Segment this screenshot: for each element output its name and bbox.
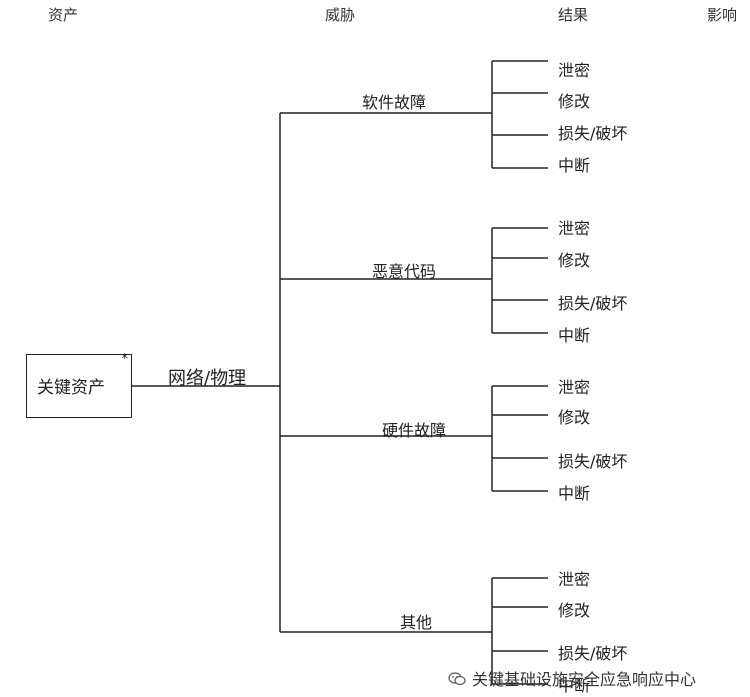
header-impact: 影响 <box>707 6 738 24</box>
outcome-label: 泄密 <box>558 61 591 80</box>
header-result: 结果 <box>558 6 589 24</box>
outcome-label: 泄密 <box>558 378 591 397</box>
outcome-label: 损失/破坏 <box>558 452 628 471</box>
outcome-label: 中断 <box>558 676 591 695</box>
watermark-text: 关键基础设施安全应急响应中心 <box>472 670 697 689</box>
outcome-label: 泄密 <box>558 570 591 589</box>
outcome-label: 中断 <box>558 484 591 503</box>
outcome-label: 修改 <box>558 601 591 620</box>
threat-label-3: 硬件故障 <box>382 421 447 440</box>
outcome-label: 损失/破坏 <box>558 294 628 313</box>
threat-label-2: 恶意代码 <box>372 262 437 281</box>
outcome-label: 中断 <box>558 326 591 345</box>
asset-marker: * <box>121 352 129 367</box>
asset-label: 关键资产 <box>37 378 105 398</box>
outcome-label: 损失/破坏 <box>558 124 628 143</box>
vector-label: 网络/物理 <box>168 368 247 389</box>
asset-node: 关键资产 * <box>26 352 132 418</box>
watermark: 关键基础设施安全应急响应中心 <box>448 666 696 690</box>
outcome-label: 修改 <box>558 251 591 270</box>
outcome-label: 修改 <box>558 408 591 427</box>
threat-label-1: 软件故障 <box>362 93 427 112</box>
outcome-label: 泄密 <box>558 219 591 238</box>
threat-label-4: 其他 <box>400 613 433 632</box>
header-threat: 威胁 <box>325 6 356 24</box>
outcome-label: 修改 <box>558 92 591 111</box>
outcome-label: 中断 <box>558 156 591 175</box>
header-asset: 资产 <box>48 6 79 24</box>
wechat-icon <box>448 672 466 686</box>
outcome-label: 损失/破坏 <box>558 644 628 663</box>
